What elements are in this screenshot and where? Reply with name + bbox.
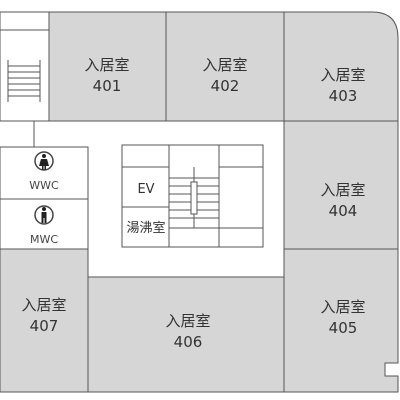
kitchenette[interactable] bbox=[121, 206, 170, 248]
room-405-number: 405 bbox=[329, 319, 358, 337]
room-406[interactable] bbox=[87, 276, 285, 393]
room-405-label: 入居室 bbox=[320, 298, 365, 316]
room-403-number: 403 bbox=[329, 87, 358, 105]
room-407[interactable] bbox=[0, 248, 89, 393]
elevator-label: EV bbox=[137, 182, 154, 197]
stairs-icon bbox=[169, 167, 219, 229]
room-406-label: 入居室 bbox=[165, 312, 210, 330]
room-402-number: 402 bbox=[211, 77, 240, 95]
core-right-upper bbox=[218, 144, 264, 168]
wwc-label: WWC bbox=[29, 179, 59, 192]
mwc-label: MWC bbox=[30, 233, 58, 246]
room-403[interactable] bbox=[283, 11, 399, 122]
room-405[interactable] bbox=[283, 248, 399, 393]
kitchenette-label: 湯沸室 bbox=[126, 220, 165, 236]
room-407-label: 入居室 bbox=[21, 296, 66, 314]
room-401-number: 401 bbox=[93, 77, 122, 95]
room-401-label: 入居室 bbox=[84, 56, 129, 74]
elevator[interactable] bbox=[121, 166, 170, 208]
room-402[interactable] bbox=[165, 11, 285, 122]
room-404[interactable] bbox=[283, 120, 399, 250]
room-406-number: 406 bbox=[174, 333, 203, 351]
room-402-label: 入居室 bbox=[202, 56, 247, 74]
core-right-lower bbox=[218, 166, 264, 229]
room-404-number: 404 bbox=[329, 202, 358, 220]
room-404-label: 入居室 bbox=[320, 181, 365, 199]
room-401[interactable] bbox=[48, 11, 167, 122]
room-403-label: 入居室 bbox=[320, 66, 365, 84]
room-407-number: 407 bbox=[30, 317, 59, 335]
stairs-icon bbox=[7, 60, 41, 102]
